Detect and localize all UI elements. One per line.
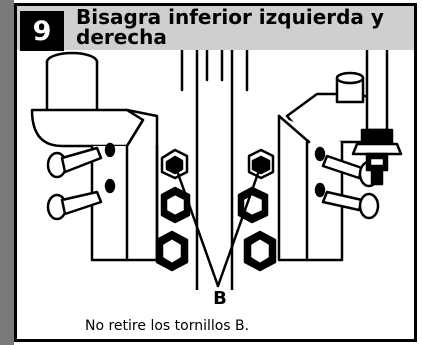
callout-label-b: B (213, 288, 227, 309)
left-hinge (30, 51, 191, 272)
side-strip (0, 0, 14, 345)
step-title-line-1: Bisagra inferior izquierda y (76, 5, 384, 29)
caption: No retire los tornillos B. (85, 318, 250, 334)
step-number-badge: 9 (20, 11, 64, 51)
step-number: 9 (32, 15, 52, 47)
right-screw-2 (321, 190, 380, 220)
callout-lines (173, 163, 263, 288)
header-band (17, 6, 414, 50)
center-panel-lines (180, 50, 249, 290)
leveling-foot (351, 128, 403, 186)
right-hinge (237, 50, 403, 272)
step-title-line-2: derecha (76, 25, 167, 49)
step-title: Bisagra inferior izquierda y derecha (76, 7, 396, 47)
left-screw-2 (46, 190, 103, 221)
hinge-illustration (30, 50, 403, 290)
left-screw-1 (46, 146, 103, 179)
